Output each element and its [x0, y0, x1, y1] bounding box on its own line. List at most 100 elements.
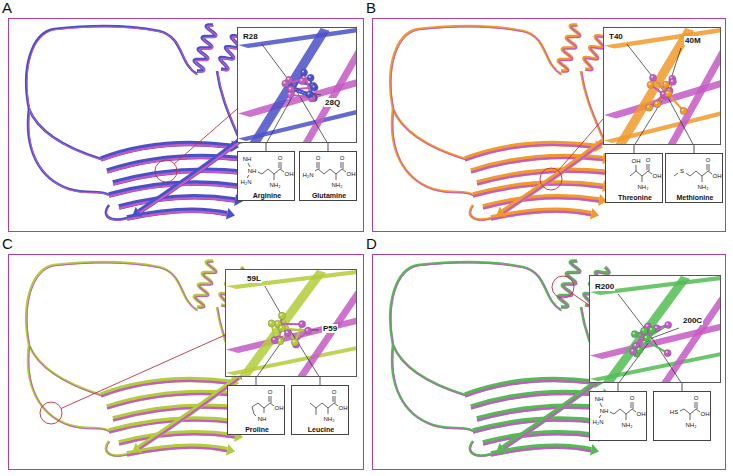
atom-highlight: [306, 329, 308, 331]
loop-ribbon-overlay: [30, 346, 102, 396]
figure-panel: AR2828QNHNHH₂NOOHNH₂ArginineOH₂NOOHNH₂Gl…: [8, 18, 364, 232]
atom-label: NH: [248, 168, 257, 174]
leader-line: [618, 338, 652, 382]
bond-line: [330, 169, 336, 174]
helix-ribbon-overlay: [195, 262, 216, 308]
atom-highlight: [647, 106, 649, 108]
leader-connector: [682, 383, 683, 391]
atom-ball: [278, 312, 285, 319]
atom-label: O: [630, 395, 635, 401]
figure-panel: C59LP59OOHNHProlineOOHNH₂Leucine: [8, 254, 364, 470]
bond-line: [614, 409, 620, 414]
sheet-band: [298, 281, 357, 376]
strand-arrowhead: [132, 443, 142, 453]
bond-line: [270, 403, 274, 406]
bond-line: [632, 409, 636, 412]
atom-highlight: [642, 329, 644, 331]
bond-line: [620, 409, 626, 414]
atom-highlight: [313, 86, 315, 88]
loop-ribbon: [392, 345, 473, 431]
bond-line: [702, 176, 703, 182]
atom-ball: [291, 339, 298, 346]
bond-line: [316, 403, 322, 408]
loop-ribbon: [390, 262, 561, 345]
strand-arrowhead: [226, 444, 235, 456]
leader-connector: [256, 377, 257, 385]
beta-strand-overlay: [503, 142, 603, 213]
bond-line: [264, 408, 265, 413]
atom-ball: [299, 78, 306, 85]
panel-letter: D: [366, 236, 377, 252]
helix-ribbon: [558, 25, 579, 71]
leader-line: [290, 330, 320, 376]
loop-ribbon-overlay: [393, 110, 474, 196]
bond-line: [642, 176, 643, 182]
atom-label: OH: [347, 171, 356, 177]
bond-line: [647, 164, 648, 170]
atom-ball: [306, 91, 313, 98]
atom-highlight: [283, 82, 285, 84]
beta-strand-overlay: [503, 378, 603, 449]
atom-ball: [284, 329, 291, 336]
bond-stick: [653, 78, 684, 111]
leader-line: [256, 330, 290, 376]
strand-arrowhead: [496, 443, 506, 453]
atom-highlight: [649, 83, 651, 85]
leader-lines: [618, 294, 682, 382]
loop-ribbon: [29, 345, 101, 395]
highlight-circle: [155, 160, 177, 182]
atom-highlight: [638, 348, 640, 350]
bond-line: [690, 171, 696, 176]
sheet-band: [590, 276, 720, 295]
zoom-inset: R2828Q: [237, 27, 357, 143]
atom-highlight: [666, 323, 668, 325]
leader-lines: [256, 286, 320, 376]
residue-name: Proline: [245, 426, 269, 434]
bond-line: [343, 162, 344, 169]
loop-ribbon-overlay: [391, 27, 562, 110]
atom-ball: [665, 90, 672, 97]
leader-connector: [320, 377, 321, 385]
zoom-line: [61, 335, 225, 409]
atom-highlight: [278, 339, 280, 341]
atom-ball: [282, 80, 289, 87]
bond-line: [334, 403, 338, 406]
atom-highlight: [650, 328, 652, 330]
panel-letter: A: [2, 0, 12, 16]
atom-ball: [300, 69, 307, 76]
loop-ribbon: [26, 262, 197, 345]
helix-ribbon: [194, 25, 215, 71]
leader-line: [618, 294, 652, 338]
bond-line: [686, 173, 690, 176]
highlight-circle: [540, 168, 562, 190]
zoom-line: [174, 109, 237, 164]
bond-line: [684, 409, 690, 414]
bond-line: [707, 164, 708, 170]
residue-label: R200: [594, 282, 615, 291]
zoom-line: [558, 119, 603, 171]
atom-highlight: [300, 322, 302, 324]
atom-ball: [287, 91, 294, 98]
panel-letter: B: [366, 0, 376, 16]
amino-acid-box: NHNHH₂NOOHNH₂: [589, 391, 647, 441]
atom-highlight: [655, 326, 657, 328]
zoom-illustration: [604, 28, 720, 144]
atom-ball: [278, 325, 285, 332]
atom-highlight: [302, 71, 304, 73]
atom-ball: [630, 348, 637, 355]
atom-highlight: [651, 76, 653, 78]
residue-label: P59: [322, 324, 338, 333]
bond-line: [280, 169, 284, 172]
strand-arrowhead: [226, 208, 235, 220]
atom-highlight: [682, 109, 684, 111]
bond-line: [680, 409, 684, 411]
atom-highlight: [666, 351, 668, 353]
bond-stick: [635, 325, 668, 334]
atom-label: OH: [285, 171, 294, 177]
residue-label: 40M: [684, 36, 702, 45]
atom-ball: [646, 104, 653, 111]
atom-highlight: [300, 79, 302, 81]
atom-highlight: [273, 338, 275, 340]
bond-line: [264, 403, 270, 408]
atom-label: OH: [653, 173, 662, 179]
